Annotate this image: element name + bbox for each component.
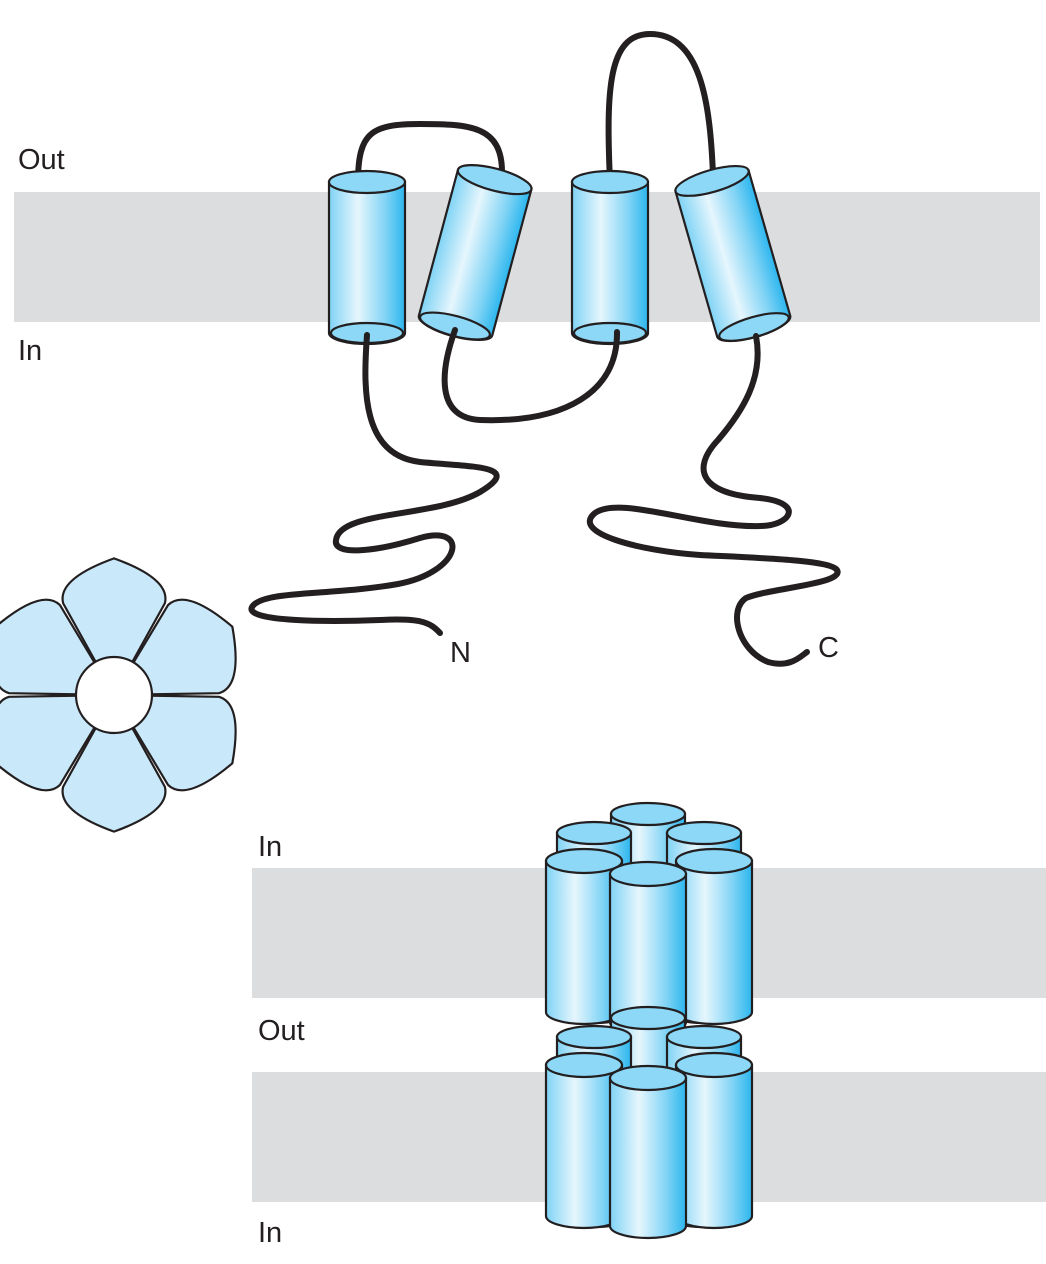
label-c-terminus: C [818, 632, 839, 664]
connexin-subunit [130, 598, 237, 696]
plasma-membrane-top [14, 192, 1040, 322]
c-terminal-tail [586, 333, 841, 667]
transmembrane-helix-3 [570, 169, 650, 346]
extracellular-loop-1 [355, 121, 505, 185]
connexin-subunit [61, 723, 167, 833]
connexon-top-view [0, 557, 237, 833]
connexin-subunit [130, 694, 237, 792]
label-n-terminus: N [450, 637, 471, 669]
transmembrane-helix-2 [417, 164, 533, 342]
extracellular-loop-2 [605, 31, 716, 185]
transmembrane-helix-1 [327, 169, 407, 346]
connexin-cylinder [674, 1051, 754, 1230]
connexin-cylinder [544, 847, 624, 1026]
n-terminal-tail [248, 332, 500, 636]
gap-junction-channel [544, 801, 754, 1240]
helix-3-bottom-cap [572, 321, 648, 345]
connexin-cylinder [674, 847, 754, 1026]
central-pore [74, 655, 154, 735]
label-out-bottom: Out [258, 1015, 305, 1047]
connexin-cylinder [608, 1064, 688, 1240]
label-in-bottom-upper: In [258, 831, 282, 863]
cytoplasmic-loop [441, 327, 621, 424]
connexin-subunit [0, 598, 98, 696]
connexin-subunit [0, 694, 98, 792]
label-out-top: Out [18, 144, 65, 176]
connexin-subunit [61, 557, 167, 667]
label-in-top: In [18, 335, 42, 367]
connexin-cylinder [544, 1051, 624, 1230]
label-in-bottom-lower: In [258, 1217, 282, 1249]
